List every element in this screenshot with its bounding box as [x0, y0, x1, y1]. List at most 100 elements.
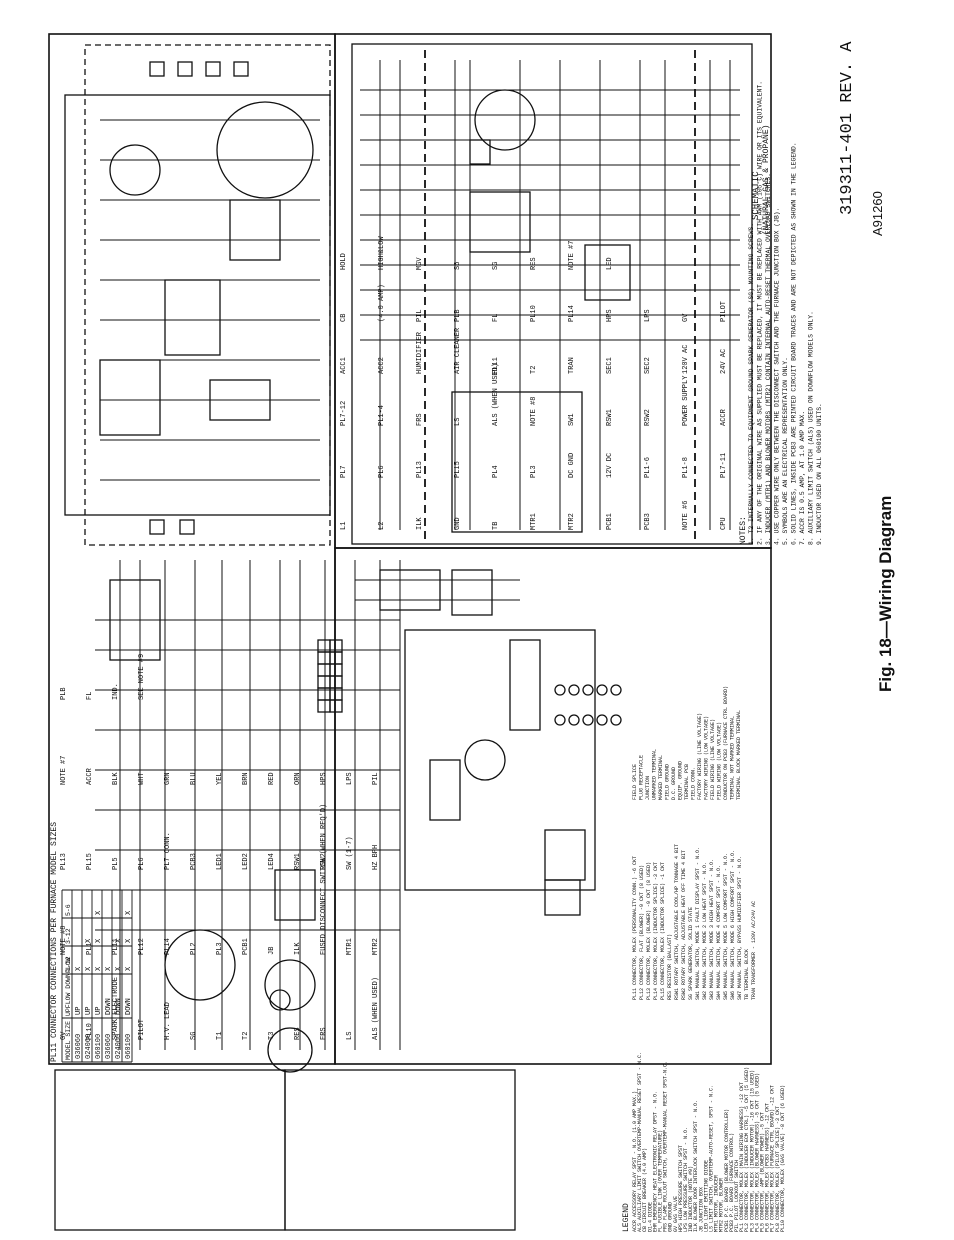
- schematic-label: HOLD: [340, 253, 348, 270]
- legend-entry: PL5 CONNECTOR, AMP (BLOWER POWER) -5 CKT: [760, 1112, 766, 1232]
- mtr2-blower: [267, 1027, 313, 1073]
- legend-entry: PL1 CONNECTOR, MOLEX (MAIN WIRING HARNES…: [739, 1082, 745, 1232]
- tb-terminal: [205, 61, 221, 77]
- legend-symbol-entry: PLUG RECEPTACLE: [639, 755, 645, 800]
- schematic-label: PL14: [568, 305, 576, 322]
- rsw2-block: [544, 829, 586, 881]
- rsw1-block: [544, 879, 581, 916]
- table-cell: X: [95, 938, 103, 943]
- schematic-label: ACC2: [378, 357, 386, 374]
- legend-entry: JB JUNCTION BOX: [698, 1187, 704, 1232]
- pl12-terminal: [596, 714, 608, 726]
- schematic-label: PL3: [530, 465, 538, 478]
- connection-label: BRN: [242, 772, 250, 785]
- pl12-terminal: [568, 714, 580, 726]
- connection-label: HZ BPH: [372, 845, 380, 870]
- connection-label: PILOT: [138, 1019, 146, 1040]
- legend-entry: HPS HIGH PRESSURE SWITCH SPST: [678, 1145, 684, 1232]
- pl12-terminal: [582, 714, 594, 726]
- mtr1-inducer-motor: [109, 144, 161, 196]
- note-line: 8. AUXILIARY LIMIT SWITCH (ALS) USED ON …: [808, 311, 815, 545]
- legend-entry: SW1 MANUAL SWITCH, MODE 1 FAULT DISPLAY …: [695, 847, 701, 1000]
- legend-entry: RSW2 ROTARY SWITCH, ADJUSTABLE HEAT OFF …: [681, 850, 687, 1000]
- schematic-label: MGV: [416, 257, 424, 270]
- legend-entry: PL11 CONNECTOR, MOLEX (PERSONALITY CONN.…: [632, 856, 638, 1000]
- schematic-label: RES: [530, 257, 538, 270]
- connection-label: PL13: [60, 853, 68, 870]
- table-cell: 024060: [115, 1034, 123, 1059]
- connection-label: PL3: [216, 942, 224, 955]
- note-line: 6. SOLID LINES, INSIDE PCB3 ARE PRINTED …: [791, 142, 798, 545]
- legend-col1-area: [54, 1069, 286, 1231]
- schematic-inner-box: [64, 94, 331, 516]
- legend-symbol-entry: TERMINAL NOT MARKED TERMINAL: [730, 716, 736, 800]
- table-cell: X: [125, 966, 133, 971]
- schematic-label: T2: [530, 366, 538, 374]
- pl11-terminal: [596, 684, 608, 696]
- legend-symbol-entry: UNMARKED TERMINAL: [652, 749, 658, 800]
- mtr1-inducer: [264, 959, 316, 1011]
- schematic-label: NOTE #6: [682, 501, 690, 530]
- legend-symbol-entry: FIELD WIRING (LOW VOLTAGE): [717, 722, 723, 800]
- schematic-label: PL10: [530, 305, 538, 322]
- schematic-label: GND: [454, 517, 462, 530]
- connection-label: LED1: [216, 853, 224, 870]
- schematic-label: PL7: [340, 465, 348, 478]
- schematic-label: L2: [378, 522, 386, 530]
- connection-label: HPS: [320, 772, 328, 785]
- legend-entry: IND INDUCTOR (NOTE #9): [688, 1166, 694, 1232]
- schematic-label: FL: [492, 314, 500, 322]
- pcb1-block: [99, 359, 161, 436]
- note-line: 2. IF ANY OF THE ORIGINAL WIRE AS SUPPLI…: [756, 81, 764, 545]
- table-cell: DOWN: [115, 998, 123, 1015]
- legend-entry: GV GAS VALVE: [673, 1196, 679, 1232]
- legend-entry: LS LIMIT SWITCH, OVERTEMP-AUTO-RESET, SP…: [709, 1085, 715, 1232]
- schematic-label: PL1-8: [682, 457, 690, 478]
- connection-label: PLB: [60, 687, 68, 700]
- schematic-label: PL1-4: [378, 405, 386, 426]
- legend-symbol-entry: FIELD GROUND: [665, 764, 671, 800]
- connection-label: BLU: [190, 772, 198, 785]
- connection-label: ILK: [294, 942, 302, 955]
- schematic-label: ILK: [416, 517, 424, 530]
- legend-entry: PL2 CONNECTOR, MOLEX (INDUCER ECM CTRL) …: [744, 1067, 750, 1232]
- schematic-label: HUMIDIFIER: [416, 331, 424, 374]
- connection-label: YEL: [216, 772, 224, 785]
- schematic-label: PCB1: [606, 513, 614, 530]
- legend-symbol-entry: FACTORY WIRING (LOW VOLTAGE): [704, 716, 710, 800]
- legend-symbol-entry: CONDUCTOR ON PCB3 (FURNACE CTRL BOARD): [723, 686, 729, 800]
- table-header: 3-12: [65, 928, 72, 944]
- legend-entry: SW5 MANUAL SWITCH, MODE 5 LOW COMFORT SP…: [723, 853, 729, 1000]
- legend-symbol-entry: FIELD SPLICE: [632, 764, 638, 800]
- table-cell: UP: [85, 1007, 93, 1015]
- table-cell: DOWN: [125, 998, 133, 1015]
- note-line: 5. SYMBOLS ARE AN ELECTRICAL REPRESENTAT…: [782, 357, 789, 545]
- figure-caption: Fig. 18—Wiring Diagram: [876, 495, 895, 692]
- schematic-label: PILOT: [720, 301, 728, 322]
- table-cell: X: [105, 966, 113, 971]
- schematic-label: SG: [492, 262, 500, 270]
- note-line: 3. INDUCER (MTR1) AND BLOWER MOTORS (MTR…: [765, 173, 772, 545]
- schematic-label: LPS: [644, 309, 652, 322]
- legend-entry: PIL PILOT LOCKOUT SWITCH: [734, 1160, 740, 1232]
- table-cell: X: [85, 966, 93, 971]
- table-cell: X: [115, 938, 123, 943]
- legend-symbol-entry: TERMINAL BLOCK MARKED TERMINAL: [736, 710, 742, 800]
- pl12-terminal: [610, 714, 622, 726]
- schematic-label: PL7-11: [720, 453, 728, 478]
- table-cell: UP: [95, 1007, 103, 1015]
- connection-label: PL7 CONN.: [164, 832, 172, 870]
- pcb3-note-box: [229, 199, 281, 261]
- schematic-label: PL7-12: [340, 401, 348, 426]
- legend-entry: PL8 CONNECTOR, MOLEX (PILOT SPLICE) -3 C…: [775, 1106, 781, 1232]
- connection-label: PL6: [138, 857, 146, 870]
- note-line: 7. ACCR IS 0.5 AMP, AT 1.0 AMP MAX.: [799, 411, 806, 545]
- connection-label: NOTE #7: [60, 756, 68, 785]
- legend-entry: LPS LOW PRESSURE SWITCH SPST - N.O.: [683, 1127, 689, 1232]
- connection-label: PL11: [112, 938, 120, 955]
- legend-entry: SG SPARK GENERATOR, SOLID STATE: [688, 907, 694, 1000]
- connection-label: LPS: [346, 772, 354, 785]
- pl7-connector: [509, 639, 541, 731]
- connection-label: BLK: [112, 772, 120, 785]
